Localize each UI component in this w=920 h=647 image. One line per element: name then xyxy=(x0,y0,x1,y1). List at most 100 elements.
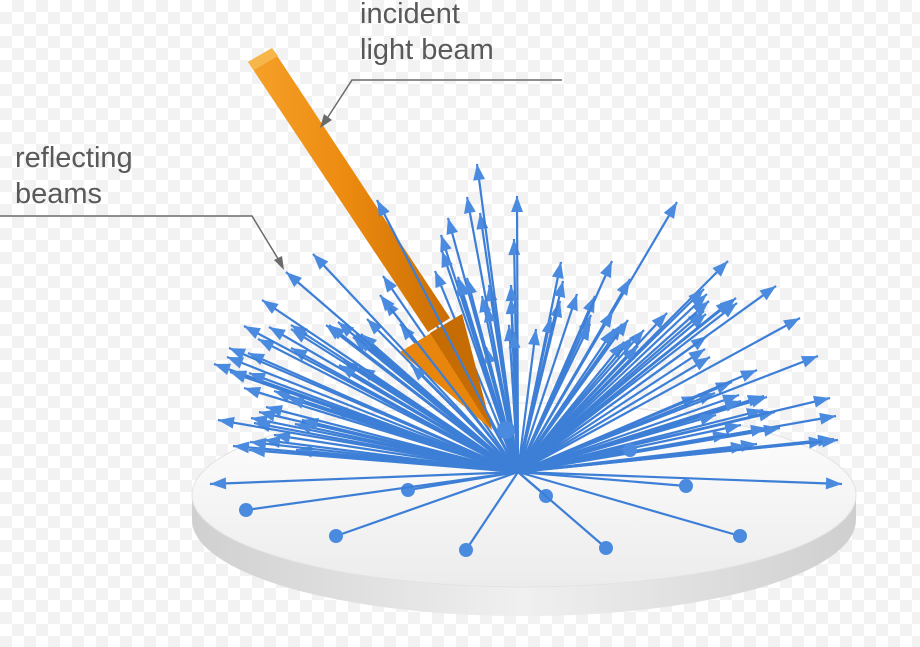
arrow-icon xyxy=(599,311,613,328)
arrow-icon xyxy=(441,251,453,269)
incident-leader-line xyxy=(325,79,562,121)
arrow-icon xyxy=(286,272,303,287)
arrow-icon xyxy=(505,298,518,315)
reflected-ray xyxy=(517,285,777,473)
reflected-ray xyxy=(517,356,711,473)
arrow-icon xyxy=(724,422,741,435)
arrow-icon xyxy=(750,424,767,437)
reflected-ray xyxy=(517,336,634,473)
surface-top xyxy=(191,402,857,588)
arrow-icon xyxy=(400,324,415,341)
arrow-icon xyxy=(383,276,398,293)
reflected-ray xyxy=(517,288,705,473)
incident-beam-head-shade xyxy=(430,314,492,430)
reflecting-surface xyxy=(191,402,857,617)
arrow-icon xyxy=(367,319,383,335)
arrow-icon xyxy=(613,320,628,337)
incident-light-beam xyxy=(248,48,492,430)
arrow-icon xyxy=(577,324,590,342)
arrow-icon xyxy=(258,339,275,352)
arrow-icon xyxy=(715,300,732,315)
reflected-ray xyxy=(517,471,607,549)
reflected-ray xyxy=(226,355,519,474)
reflected-ray-tip-icon xyxy=(459,543,473,557)
arrow-icon xyxy=(440,235,452,253)
arrow-icon xyxy=(720,303,737,318)
arrow-icon xyxy=(723,400,741,412)
reflected-ray xyxy=(465,277,520,473)
reflected-ray-tip-icon xyxy=(239,503,253,517)
arrow-icon xyxy=(663,202,677,219)
reflected-ray-tip-icon xyxy=(329,529,343,543)
arrow-icon xyxy=(508,239,521,256)
reflected-ray xyxy=(229,370,519,474)
arrow-icon xyxy=(218,416,235,429)
arrow-icon xyxy=(249,445,266,458)
reflected-ray xyxy=(285,271,519,473)
arrow-icon xyxy=(693,301,709,317)
arrow-icon xyxy=(600,261,612,279)
reflected-ray xyxy=(217,418,519,474)
reflected-ray xyxy=(517,368,758,474)
arrow-icon xyxy=(230,371,248,383)
arrow-icon xyxy=(295,421,312,434)
arrow-icon xyxy=(313,254,329,270)
arrow-icon xyxy=(714,382,732,394)
reflected-ray xyxy=(517,470,843,486)
reflected-ray xyxy=(517,310,614,473)
incident-label-line2: light beam xyxy=(360,34,494,66)
reflected-ray-tip-icon xyxy=(623,443,637,457)
reflected-ray xyxy=(516,280,565,473)
reflected-ray xyxy=(249,440,519,474)
arrow-icon xyxy=(380,295,395,312)
arrow-icon xyxy=(551,262,564,279)
reflected-ray-tip-icon xyxy=(733,529,747,543)
arrow-icon xyxy=(233,441,250,454)
reflecting-leader-line xyxy=(0,215,281,263)
reflected-ray xyxy=(245,470,519,512)
arrow-icon xyxy=(528,329,540,346)
reflected-ray xyxy=(475,163,520,473)
reflected-ray xyxy=(517,354,819,474)
arrow-icon xyxy=(338,322,355,337)
arrow-icon xyxy=(698,413,716,426)
arrow-icon xyxy=(464,197,476,214)
arrow-icon xyxy=(361,334,377,350)
reflected-ray xyxy=(517,470,687,488)
incident-beam-shaft xyxy=(248,48,450,332)
arrow-icon xyxy=(210,477,227,490)
arrow-icon xyxy=(244,386,262,399)
arrow-icon xyxy=(688,289,704,305)
reflected-ray xyxy=(379,294,519,473)
arrow-icon xyxy=(628,330,644,346)
arrow-icon xyxy=(616,279,630,296)
reflected-ray xyxy=(328,324,519,473)
arrow-icon xyxy=(693,357,710,371)
reflecting-label-line1: reflecting xyxy=(15,142,133,174)
arrow-icon xyxy=(446,218,459,236)
incident-label-line1: incident xyxy=(360,0,460,30)
arrow-icon xyxy=(465,278,477,295)
reflected-ray xyxy=(517,348,706,473)
arrow-icon xyxy=(508,332,521,349)
reflected-ray xyxy=(410,364,519,473)
reflected-ray xyxy=(517,319,629,473)
arrow-icon xyxy=(288,397,306,409)
arrow-icon xyxy=(269,327,286,341)
arrow-icon xyxy=(259,409,276,422)
arrow-icon xyxy=(511,196,524,213)
arrow-icon xyxy=(759,286,776,301)
reflected-ray xyxy=(515,195,520,473)
reflected-ray-tip-icon xyxy=(401,483,415,497)
reflected-ray xyxy=(376,199,519,473)
arrow-icon xyxy=(746,394,764,407)
reflected-ray xyxy=(517,396,831,474)
reflected-ray-tip-icon xyxy=(679,479,693,493)
arrow-icon xyxy=(262,300,279,314)
arrow-icon xyxy=(800,356,818,368)
arrow-icon xyxy=(229,348,247,360)
arrow-icon xyxy=(244,326,261,339)
reflected-ray xyxy=(512,331,520,473)
arrow-icon xyxy=(457,280,469,298)
